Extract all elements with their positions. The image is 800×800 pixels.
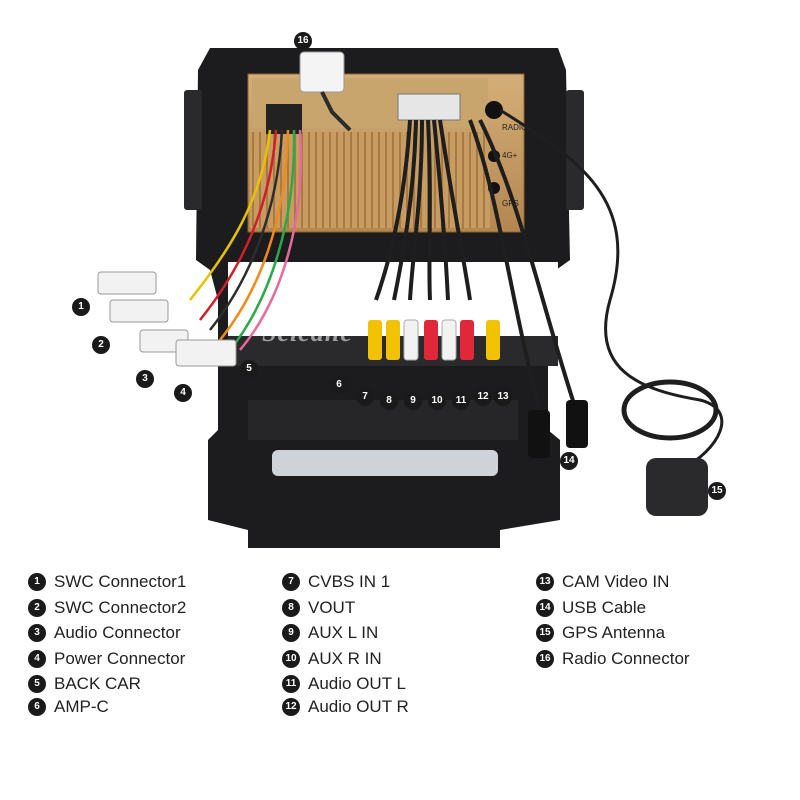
legend-number: 7: [282, 573, 300, 591]
callout-4: 4: [174, 384, 192, 402]
legend-label: Radio Connector: [562, 649, 690, 668]
legend-label: CAM Video IN: [562, 572, 670, 591]
legend-number: 12: [282, 698, 300, 716]
legend-label: AUX R IN: [308, 649, 382, 668]
callout-11: 11: [452, 392, 470, 410]
callout-3: 3: [136, 370, 154, 388]
legend-label: CVBS IN 1: [308, 572, 391, 591]
harness-wires: [189, 129, 303, 351]
legend-number: 15: [536, 624, 554, 642]
gps-cable: [499, 108, 724, 472]
gps-cable-coil: [621, 379, 719, 441]
callout-2: 2: [92, 336, 110, 354]
main-harness-socket: [397, 93, 461, 121]
head-unit-illustration: RADIO 4G+ GPS: [97, 48, 724, 548]
legend-number: 1: [28, 573, 46, 591]
legend-number: 16: [536, 650, 554, 668]
usb-plug-2: [566, 400, 588, 448]
harness-socket-2: [266, 104, 302, 134]
vent-opening: [272, 450, 498, 476]
rca-cable-bundle: [374, 119, 472, 301]
rca-plugs: [368, 319, 500, 361]
legend-number: 13: [536, 573, 554, 591]
fourg-port-label: 4G+: [502, 151, 518, 160]
brand-watermark: Seicane: [262, 318, 353, 347]
radio-connector-plug: [299, 51, 345, 93]
legend-label: SWC Connector1: [54, 572, 187, 591]
radio-port-label: RADIO: [502, 123, 527, 132]
callout-12: 12: [474, 388, 492, 406]
usb-plug-1: [528, 410, 550, 458]
legend-label: GPS Antenna: [562, 623, 666, 642]
callout-8: 8: [380, 392, 398, 410]
legend-label: AUX L IN: [308, 623, 379, 642]
legend-number: 9: [282, 624, 300, 642]
callout-13: 13: [494, 388, 512, 406]
legend-number: 2: [28, 599, 46, 617]
callout-1: 1: [72, 298, 90, 316]
legend-number: 6: [28, 698, 46, 716]
legend-label: AMP-C: [54, 697, 109, 716]
legend-label: USB Cable: [562, 598, 647, 617]
gps-antenna-puck: [646, 458, 708, 516]
legend-label: Audio OUT R: [308, 697, 409, 716]
legend: 1 SWC Connector1 2 SWC Connector2 3 Audi…: [28, 572, 788, 732]
callout-14: 14: [560, 452, 578, 470]
callout-15: 15: [708, 482, 726, 500]
legend-label: Power Connector: [54, 649, 186, 668]
callout-5: 5: [240, 360, 258, 378]
legend-number: 8: [282, 599, 300, 617]
legend-label: Audio Connector: [54, 623, 181, 642]
frame-side-clip-right: [566, 90, 584, 210]
radio-connector-cable: [320, 91, 352, 132]
legend-number: 11: [282, 675, 300, 693]
frame-side-clip-left: [184, 90, 202, 210]
legend-label: SWC Connector2: [54, 598, 187, 617]
legend-label: BACK CAR: [54, 674, 141, 693]
legend-number: 10: [282, 650, 300, 668]
swc-connectors: [97, 271, 237, 367]
callout-9: 9: [404, 392, 422, 410]
legend-label: VOUT: [308, 598, 356, 617]
callout-16: 16: [294, 32, 312, 50]
gps-port-label: GPS: [502, 199, 519, 208]
legend-number: 3: [28, 624, 46, 642]
callout-10: 10: [428, 392, 446, 410]
callout-6: 6: [330, 376, 348, 394]
legend-number: 5: [28, 675, 46, 693]
usb-cables: [468, 119, 578, 411]
legend-label: Audio OUT L: [308, 674, 406, 693]
radio-port: [485, 101, 503, 119]
legend-number: 14: [536, 599, 554, 617]
legend-number: 4: [28, 650, 46, 668]
callout-7: 7: [356, 388, 374, 406]
